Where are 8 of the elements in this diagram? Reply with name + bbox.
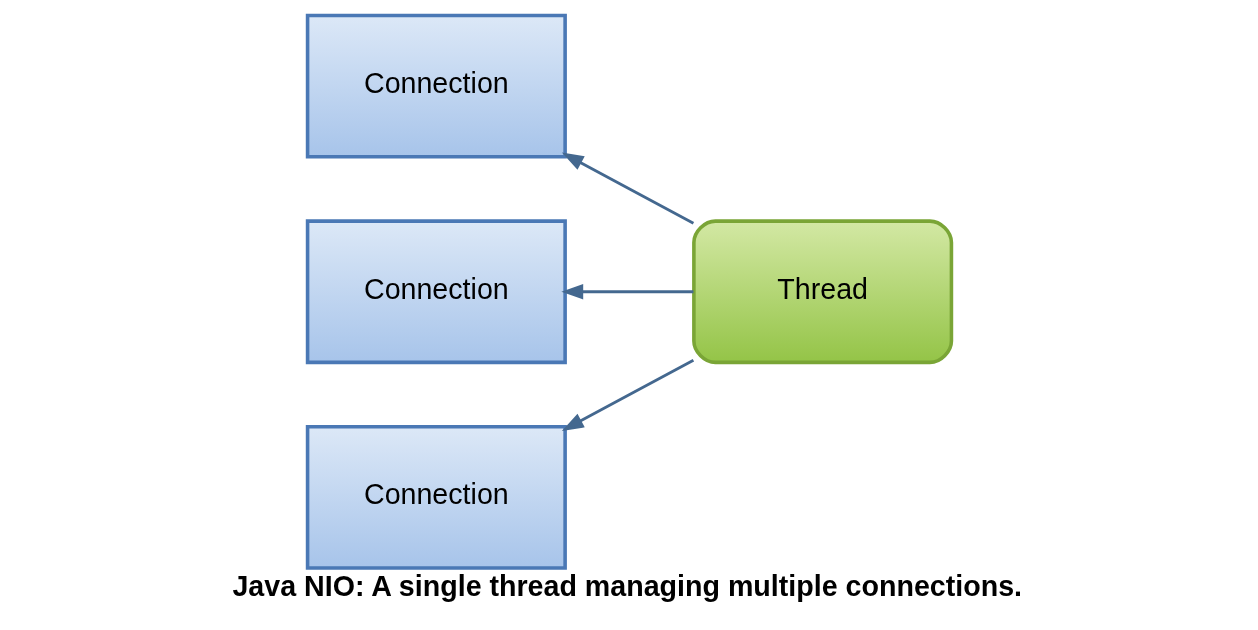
arrow	[561, 152, 694, 225]
node-box: Connection	[305, 219, 567, 365]
caption: Java NIO: A single thread managing multiple connections.	[231, 570, 1022, 603]
arrow	[560, 284, 693, 300]
node-box: Connection	[305, 13, 567, 159]
node-box: Connection	[305, 425, 567, 570]
node-box: Thread	[691, 219, 953, 365]
arrow	[561, 358, 694, 431]
